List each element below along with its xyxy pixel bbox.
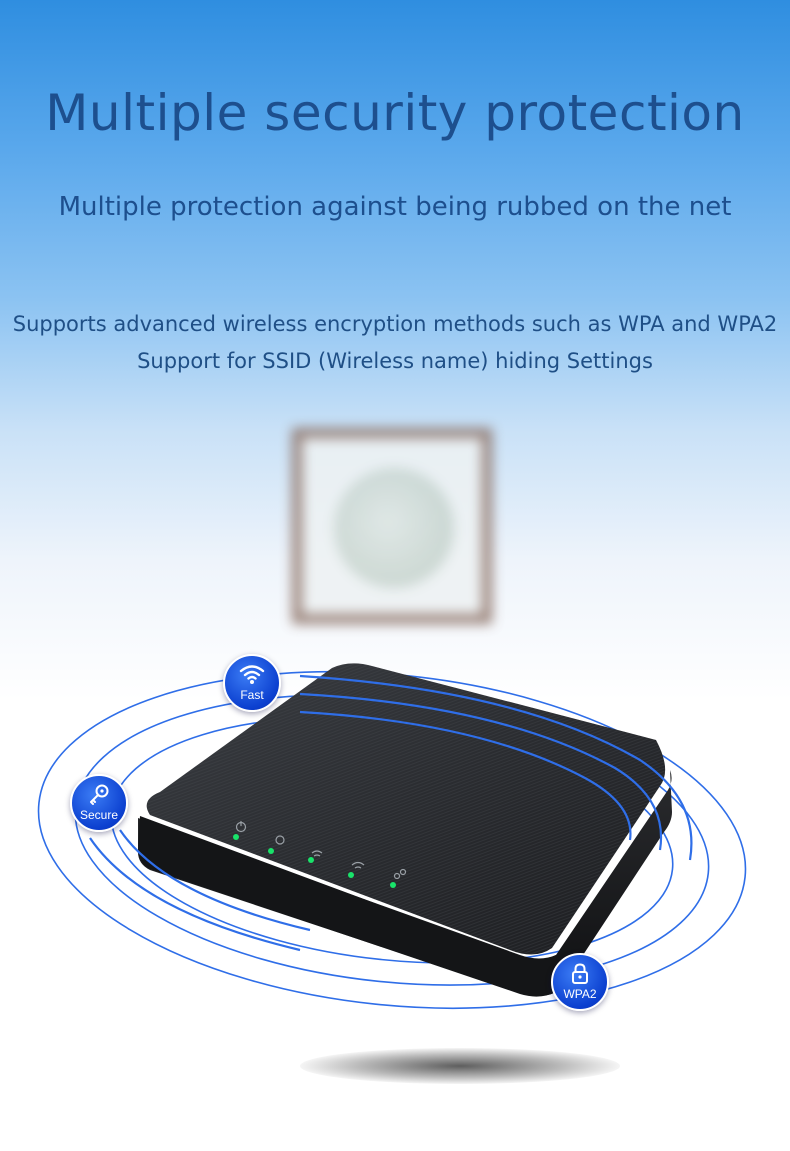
router-front-panel <box>138 816 556 997</box>
blurred-wall-picture <box>292 428 492 624</box>
wifi-icon <box>225 663 279 687</box>
feature-encryption: Supports advanced wireless encryption me… <box>12 312 778 336</box>
wpa2-badge: WPA2 <box>551 953 609 1011</box>
router-floor-shadow <box>300 1048 620 1084</box>
lock-icon <box>553 962 607 986</box>
wpa2-badge-label: WPA2 <box>563 987 597 1001</box>
wall-picture-disc <box>334 468 454 588</box>
key-icon <box>72 783 126 807</box>
fast-badge: Fast <box>223 654 281 712</box>
orbit-rings-front <box>89 674 693 952</box>
secure-badge: Secure <box>70 774 128 832</box>
fast-badge-label: Fast <box>240 688 264 702</box>
status-leds <box>233 834 396 888</box>
led-icons <box>235 821 407 880</box>
feature-ssid-hiding: Support for SSID (Wireless name) hiding … <box>137 349 653 373</box>
page-subtitle: Multiple protection against being rubbed… <box>58 192 732 222</box>
page-title: Multiple security protection <box>45 84 745 142</box>
secure-badge-label: Secure <box>79 808 119 822</box>
